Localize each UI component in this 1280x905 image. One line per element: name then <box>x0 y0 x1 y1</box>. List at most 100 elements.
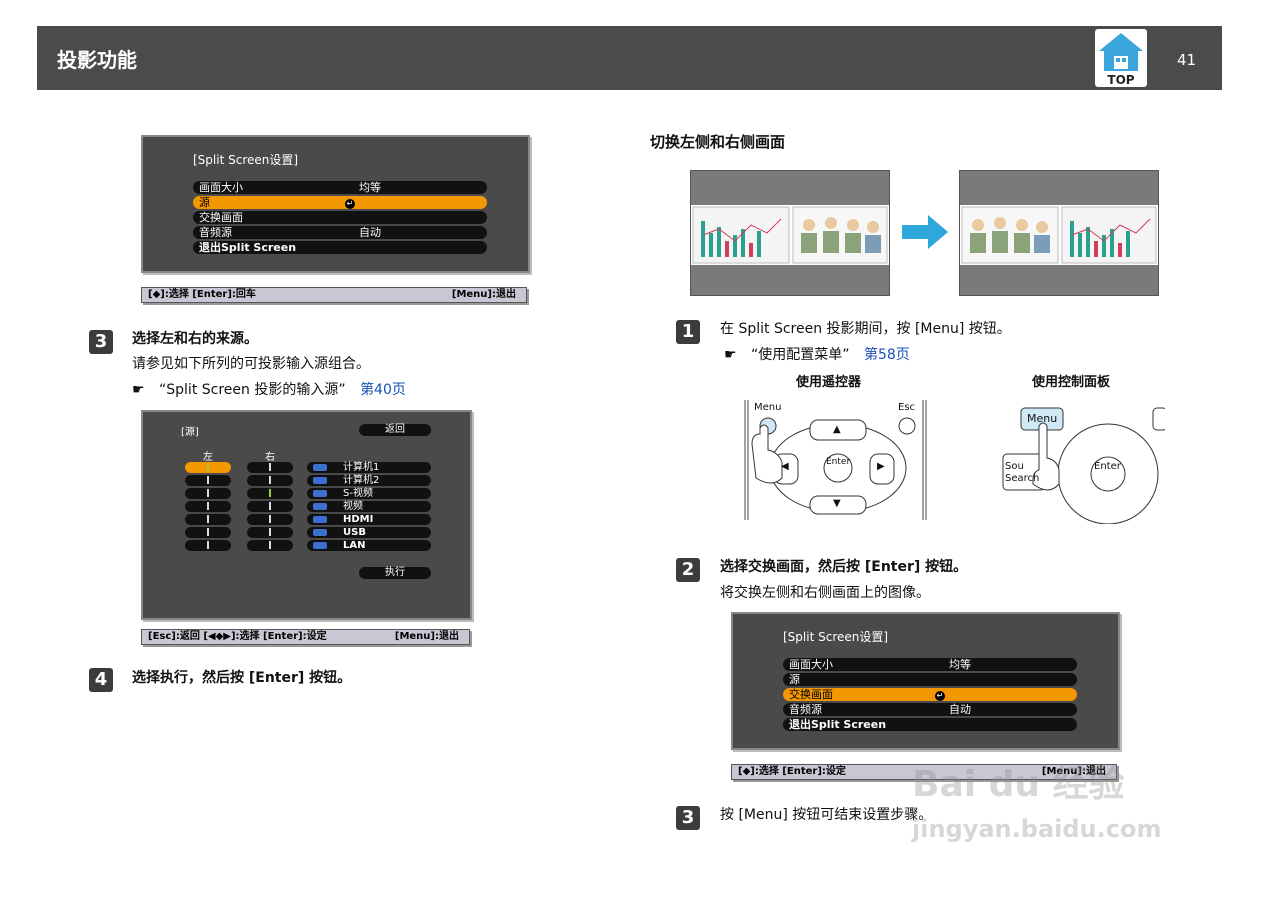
slot-marker <box>269 489 271 497</box>
left-column-label: 左 <box>203 452 213 463</box>
arrow-right-icon: ▶ <box>877 461 885 472</box>
right-source-slot[interactable] <box>247 488 293 499</box>
menu-row[interactable]: 源 <box>783 673 1077 686</box>
top-button[interactable]: TOP <box>1095 29 1147 87</box>
right-source-slot[interactable] <box>247 540 293 551</box>
section-heading: 切换左侧和右侧画面 <box>650 133 786 151</box>
slot-marker <box>207 489 209 497</box>
step-desc: 请参见如下所列的可投影输入源组合。 <box>132 356 370 372</box>
slot-marker <box>269 476 271 484</box>
menu-row[interactable]: 音频源自动 <box>783 703 1077 716</box>
menu-row-selected[interactable]: 源↵ <box>193 196 487 209</box>
control-panel-illustration: Menu Sou Search Enter <box>995 400 1165 524</box>
step-number: 1 <box>676 320 700 344</box>
panel-search-label: Search <box>1005 473 1040 484</box>
slot-marker <box>269 463 271 471</box>
panel-enter-label: Enter <box>1094 461 1121 472</box>
step-desc: 将交换左侧和右侧画面上的图像。 <box>720 585 930 601</box>
right-source-slot[interactable] <box>247 475 293 486</box>
right-source-slot[interactable] <box>247 527 293 538</box>
remote-label: 使用遥控器 <box>796 375 862 390</box>
pointing-hand-icon: ☛ <box>132 382 145 398</box>
execute-button[interactable]: 执行 <box>359 567 431 579</box>
arrow-down-icon: ▼ <box>833 498 841 509</box>
enter-icon: ↵ <box>345 199 355 209</box>
source-hint-bar: [Esc]:返回 [◀◆▶]:选择 [Enter]:设定 [Menu]:退出 <box>141 629 470 645</box>
step-text: 选择执行，然后按 [Enter] 按钮。 <box>132 670 352 686</box>
left-source-slot[interactable] <box>185 514 231 525</box>
slot-marker <box>269 528 271 536</box>
slot-marker <box>269 502 271 510</box>
step-number: 3 <box>89 330 113 354</box>
right-source-slot[interactable] <box>247 514 293 525</box>
menu-row[interactable]: 音频源自动 <box>193 226 487 239</box>
right-source-slot[interactable] <box>247 462 293 473</box>
page-link[interactable]: 第58页 <box>863 347 910 363</box>
right-column-label: 右 <box>265 452 275 463</box>
slot-marker <box>207 515 209 523</box>
step-number: 2 <box>676 558 700 582</box>
page-header: 投影功能 TOP 41 <box>37 26 1222 90</box>
menu-row[interactable]: 画面大小均等 <box>783 658 1077 671</box>
page-link[interactable]: 第40页 <box>360 382 406 398</box>
split-screen-menu-1: [Split Screen设置] 画面大小均等 源↵ 交换画面 音频源自动 退出… <box>141 135 530 273</box>
left-source-slot[interactable] <box>185 488 231 499</box>
remote-menu-label: Menu <box>754 402 782 413</box>
remote-illustration: Menu Esc ▲ ▼ ◀ ▶ Enter <box>742 398 930 522</box>
left-source-slot[interactable] <box>185 475 231 486</box>
source-item[interactable]: HDMI <box>307 514 431 525</box>
source-item[interactable]: LAN <box>307 540 431 551</box>
page-number: 41 <box>1177 51 1197 69</box>
source-item[interactable]: USB <box>307 527 431 538</box>
arrow-right-icon <box>902 215 948 249</box>
left-source-slot[interactable] <box>185 540 231 551</box>
panel-label: 使用控制面板 <box>1032 375 1111 390</box>
reference-line: ☛ “Split Screen 投影的输入源” 第40页 <box>132 382 406 398</box>
slot-marker <box>207 476 209 484</box>
source-item[interactable]: 视频 <box>307 501 431 512</box>
source-menu-title: [源] <box>181 427 199 438</box>
slot-marker <box>207 528 209 536</box>
step-text: 选择交换画面，然后按 [Enter] 按钮。 <box>720 559 968 575</box>
input-port-icon <box>313 542 327 549</box>
step-number: 4 <box>89 668 113 692</box>
source-item[interactable]: S-视频 <box>307 488 431 499</box>
menu-row[interactable]: 退出Split Screen <box>783 718 1077 731</box>
right-source-slot[interactable] <box>247 501 293 512</box>
panel-menu-label: Menu <box>1027 412 1058 425</box>
menu-row[interactable]: 交换画面 <box>193 211 487 224</box>
remote-enter-label: Enter <box>826 457 851 467</box>
source-item[interactable]: 计算机1 <box>307 462 431 473</box>
watermark-url: jingyan.baidu.com <box>912 815 1162 843</box>
slot-marker <box>207 541 209 549</box>
slot-marker <box>207 502 209 510</box>
panel-source-label: Sou <box>1005 461 1024 472</box>
slot-marker <box>207 463 209 471</box>
menu-row[interactable]: 画面大小均等 <box>193 181 487 194</box>
slot-marker <box>269 541 271 549</box>
reference-line: ☛ “使用配置菜单” 第58页 <box>724 347 910 363</box>
menu-row[interactable]: 退出Split Screen <box>193 241 487 254</box>
menu-title: [Split Screen设置] <box>783 630 889 644</box>
input-port-icon <box>313 529 327 536</box>
menu-row-selected[interactable]: 交换画面↵ <box>783 688 1077 701</box>
input-port-icon <box>313 503 327 510</box>
pointing-hand-icon: ☛ <box>724 347 737 363</box>
step-title: 选择左和右的来源。 <box>132 331 258 347</box>
enter-icon: ↵ <box>935 691 945 701</box>
split-screen-menu-2: [Split Screen设置] 画面大小均等 源 交换画面↵ 音频源自动 退出… <box>731 612 1120 750</box>
left-source-slot[interactable] <box>185 462 231 473</box>
left-source-slot[interactable] <box>185 501 231 512</box>
page-title: 投影功能 <box>57 48 137 72</box>
back-button[interactable]: 返回 <box>359 424 431 436</box>
input-port-icon <box>313 516 327 523</box>
input-port-icon <box>313 477 327 484</box>
step-text: 在 Split Screen 投影期间，按 [Menu] 按钮。 <box>720 321 1011 337</box>
source-item[interactable]: 计算机2 <box>307 475 431 486</box>
menu-hint-bar: [◆]:选择 [Enter]:回车 [Menu]:退出 <box>141 287 527 303</box>
people-and-chart-illustration <box>961 206 1157 264</box>
menu-title: [Split Screen设置] <box>193 153 299 167</box>
remote-esc-label: Esc <box>898 402 916 413</box>
left-source-slot[interactable] <box>185 527 231 538</box>
